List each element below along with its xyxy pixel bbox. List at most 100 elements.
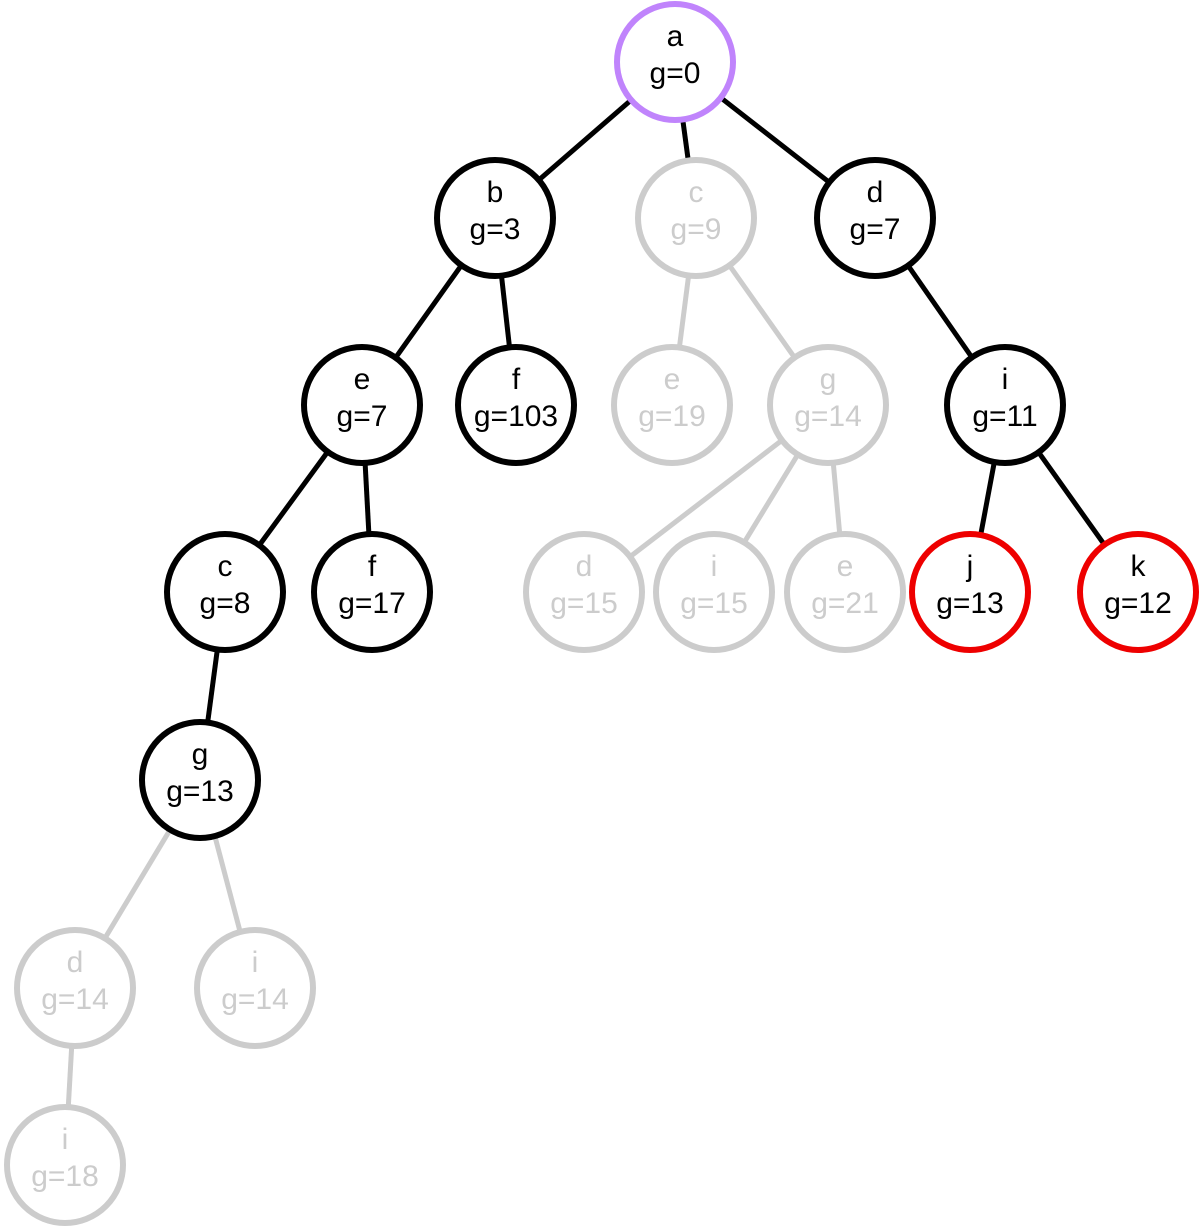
tree-node: k g=12 [1077,531,1199,653]
node-circle [611,344,733,466]
tree-edge [906,264,974,359]
tree-edge [676,275,692,348]
node-circle [301,344,423,466]
node-name-label: e [837,550,854,583]
tree-node: e g=21 [784,531,906,653]
tree-edge [978,461,997,536]
tree-node: f g=103 [455,344,577,466]
node-name-label: d [576,550,593,583]
nodes-layer: a g=0 b g=3 c g=9 d g=7 e g=7 f g=103 e g=19 g g=14 i g=1… [4,1,1199,1226]
node-circle [1077,531,1199,653]
node-cost-label: g=17 [338,587,406,620]
node-cost-label: g=12 [1104,587,1172,620]
tree-edge [212,835,243,933]
node-name-label: i [1002,363,1009,396]
node-name-label: d [67,946,84,979]
node-name-label: c [218,550,233,583]
node-cost-label: g=7 [850,213,901,246]
tree-node: c g=9 [635,157,757,279]
node-circle [784,531,906,653]
node-circle [455,344,577,466]
tree-edge [205,649,220,723]
node-name-label: f [512,363,521,396]
node-cost-label: g=14 [41,983,109,1016]
node-circle [767,344,889,466]
tree-edge [742,453,800,544]
node-name-label: b [487,176,504,209]
node-circle [14,927,136,1049]
tree-edge [830,462,843,535]
tree-node: i g=11 [944,344,1066,466]
tree-node: a g=0 [614,1,736,123]
tree-edge [1036,450,1107,547]
tree-node: d g=15 [523,531,645,653]
node-name-label: i [711,550,718,583]
tree-node: e g=19 [611,344,733,466]
tree-node: j g=13 [909,531,1031,653]
tree-edge [719,95,831,185]
node-cost-label: g=13 [166,775,234,808]
tree-node: c g=8 [164,531,286,653]
tree-node: d g=14 [14,927,136,1049]
node-cost-label: g=19 [638,400,706,433]
tree-edge [362,462,372,535]
node-cost-label: g=9 [671,213,722,246]
tree-node: f g=17 [311,531,433,653]
tree-edge [65,1045,75,1108]
tree-edge [727,263,797,360]
tree-node: e g=7 [301,344,423,466]
node-cost-label: g=11 [972,400,1037,433]
tree-edge [680,119,691,161]
tree-node: d g=7 [814,157,936,279]
edges-layer [65,95,1107,1108]
tree-node: i g=15 [653,531,775,653]
node-circle [139,719,261,841]
node-cost-label: g=15 [680,587,748,620]
node-cost-label: g=14 [794,400,862,433]
node-name-label: f [368,550,377,583]
node-cost-label: g=18 [31,1160,99,1193]
node-circle [614,1,736,123]
node-name-label: c [689,176,704,209]
tree-node: i g=18 [4,1104,126,1226]
node-circle [909,531,1031,653]
node-name-label: e [354,363,371,396]
node-name-label: i [62,1123,69,1156]
node-cost-label: g=21 [811,587,879,620]
node-circle [653,531,775,653]
node-name-label: g [820,363,837,396]
tree-node: g g=13 [139,719,261,841]
node-name-label: d [867,176,884,209]
node-circle [944,344,1066,466]
node-circle [194,927,316,1049]
tree-edge [257,450,330,547]
node-cost-label: g=7 [337,400,388,433]
tree-node: i g=14 [194,927,316,1049]
node-circle [814,157,936,279]
node-circle [4,1104,126,1226]
tree-edge [537,98,633,182]
node-cost-label: g=103 [474,400,558,433]
node-cost-label: g=14 [221,983,289,1016]
node-circle [523,531,645,653]
node-cost-label: g=15 [550,587,618,620]
node-cost-label: g=8 [200,587,251,620]
node-name-label: i [252,946,259,979]
tree-edge [498,275,513,348]
node-cost-label: g=0 [650,57,701,90]
tree-node: g g=14 [767,344,889,466]
node-name-label: e [664,363,681,396]
tree-edge [628,438,784,559]
node-circle [434,157,556,279]
tree-edge [393,263,464,360]
node-cost-label: g=3 [470,213,521,246]
node-cost-label: g=13 [936,587,1004,620]
tree-node: b g=3 [434,157,556,279]
node-name-label: j [966,550,974,583]
tree-edge [102,828,173,940]
node-circle [311,531,433,653]
node-name-label: a [667,20,684,53]
node-name-label: k [1131,550,1147,583]
node-name-label: g [192,738,209,771]
